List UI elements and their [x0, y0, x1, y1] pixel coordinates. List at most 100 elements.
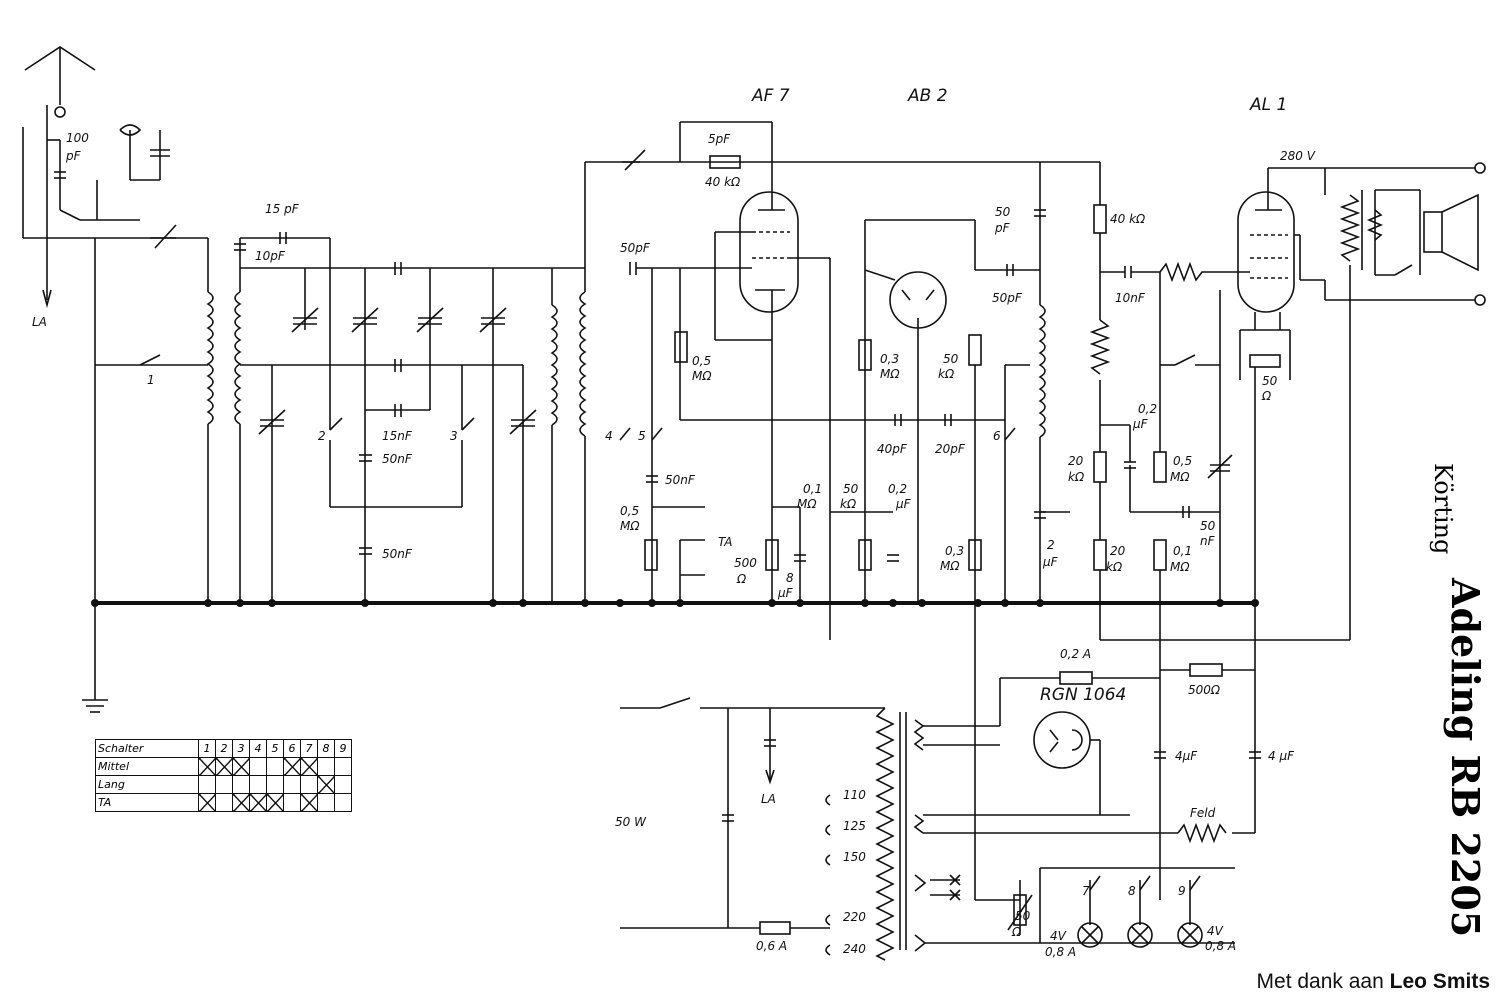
table-column-header: 1	[198, 739, 216, 758]
switch-open-cell	[266, 775, 284, 794]
table-row: Mittel	[95, 757, 352, 776]
row-label: Lang	[95, 775, 199, 794]
component-value: pF	[994, 221, 1011, 235]
switch-closed-mark	[283, 757, 301, 776]
component-value: 50	[1262, 374, 1278, 388]
component-value: 8	[786, 571, 794, 585]
component-value: Ω	[736, 572, 747, 586]
component-value: 2	[1047, 538, 1055, 552]
switch-open-cell	[334, 793, 352, 812]
component-value: 0,1	[1173, 544, 1192, 558]
brand-title: Körting Adeling RB 2205 W	[1429, 463, 1488, 948]
component-value: 15nF	[382, 429, 413, 443]
component-value: 240	[843, 942, 866, 956]
component-value: 50pF	[620, 241, 651, 255]
component-value: nF	[1200, 534, 1216, 548]
component-value: 0,2	[888, 482, 907, 496]
antenna-symbol	[22, 46, 160, 309]
antenna-label: LA	[32, 315, 47, 329]
switch-open-cell	[198, 775, 216, 794]
component-value: Feld	[1190, 806, 1216, 820]
component-value: 10nF	[1115, 291, 1146, 305]
switch-closed-mark	[232, 757, 250, 776]
component-value: MΩ	[1170, 470, 1190, 484]
switch-open-cell	[232, 775, 250, 794]
switch-number: 7	[1082, 884, 1090, 898]
component-value: MΩ	[1170, 560, 1190, 574]
component-value: μF	[1132, 417, 1149, 431]
switch-closed-mark	[317, 775, 335, 794]
component-value: MΩ	[880, 367, 900, 381]
supply-voltage-label: 280 V	[1280, 149, 1316, 163]
power-rating-label: 50 W	[615, 815, 647, 829]
component-value: MΩ	[940, 559, 960, 573]
power-supply	[620, 603, 1261, 961]
component-value: 0,5	[692, 354, 711, 368]
component-value: 0,3	[880, 352, 899, 366]
table-column-header: 5	[266, 739, 284, 758]
switch-number: 5	[638, 429, 646, 443]
component-value: 0,1	[803, 482, 822, 496]
component-value: 40 kΩ	[705, 175, 741, 189]
switch-open-cell	[266, 757, 284, 776]
switch-number: 6	[993, 429, 1001, 443]
component-value: 0,5	[620, 504, 639, 518]
switch-number: 1	[147, 373, 155, 387]
component-value: 125	[843, 819, 866, 833]
switch-number: 9	[1178, 884, 1186, 898]
component-value: kΩ	[1106, 560, 1123, 574]
component-value: 0,3	[945, 544, 964, 558]
component-value: 50nF	[382, 547, 413, 561]
table-column-header: 2	[215, 739, 233, 758]
component-value: 4V	[1050, 929, 1067, 943]
component-value: MΩ	[797, 497, 817, 511]
component-value: 0,5	[1173, 454, 1192, 468]
component-value: 100	[66, 131, 89, 145]
component-value: 50	[943, 352, 959, 366]
switch-closed-mark	[300, 757, 318, 776]
component-value: μF	[895, 497, 912, 511]
switch-closed-mark	[198, 757, 216, 776]
tube-label-rgn1064: RGN 1064	[1040, 685, 1126, 705]
component-value: 0,6 A	[756, 939, 787, 953]
component-value: 0,2 A	[1060, 647, 1091, 661]
component-value: kΩ	[1068, 470, 1085, 484]
credit-line: Met dank aan Leo Smits	[1257, 970, 1490, 994]
ground-symbol	[82, 603, 108, 713]
switch-open-cell	[249, 757, 267, 776]
component-value: kΩ	[840, 497, 857, 511]
tube-label-al1: AL 1	[1249, 95, 1287, 115]
component-value: 40 kΩ	[1110, 212, 1146, 226]
al1-tube-stage	[1089, 162, 1486, 900]
component-value: 0,2	[1138, 402, 1157, 416]
switch-closed-mark	[300, 793, 318, 812]
component-value: 4V	[1207, 924, 1224, 938]
table-column-header: 9	[334, 739, 352, 758]
component-value: MΩ	[620, 519, 640, 533]
component-value: 50	[1015, 909, 1031, 923]
table-header-row: Schalter 1 2 3 4 5 6 7 8 9	[95, 739, 352, 758]
table-column-header: 8	[317, 739, 335, 758]
component-value: 15 pF	[265, 202, 300, 216]
switch-closed-mark	[198, 793, 216, 812]
tube-label-af7: AF 7	[751, 86, 790, 106]
component-value: 10pF	[255, 249, 286, 263]
component-value: 500	[734, 556, 757, 570]
component-value: 50	[843, 482, 859, 496]
component-value: 4μF	[1175, 749, 1198, 763]
component-value: 4 μF	[1268, 749, 1295, 763]
switch-number: 3	[450, 429, 458, 443]
credit-prefix: Met dank aan	[1256, 970, 1384, 993]
component-value: 220	[843, 910, 866, 924]
rf-front-end	[47, 124, 772, 603]
row-label: TA	[95, 793, 199, 812]
table-column-header: 4	[249, 739, 267, 758]
component-value: 0,8 A	[1205, 939, 1236, 953]
row-label: Mittel	[95, 757, 199, 776]
table-column-header: 3	[232, 739, 250, 758]
table-header-label: Schalter	[95, 739, 199, 758]
switch-number: 8	[1128, 884, 1136, 898]
